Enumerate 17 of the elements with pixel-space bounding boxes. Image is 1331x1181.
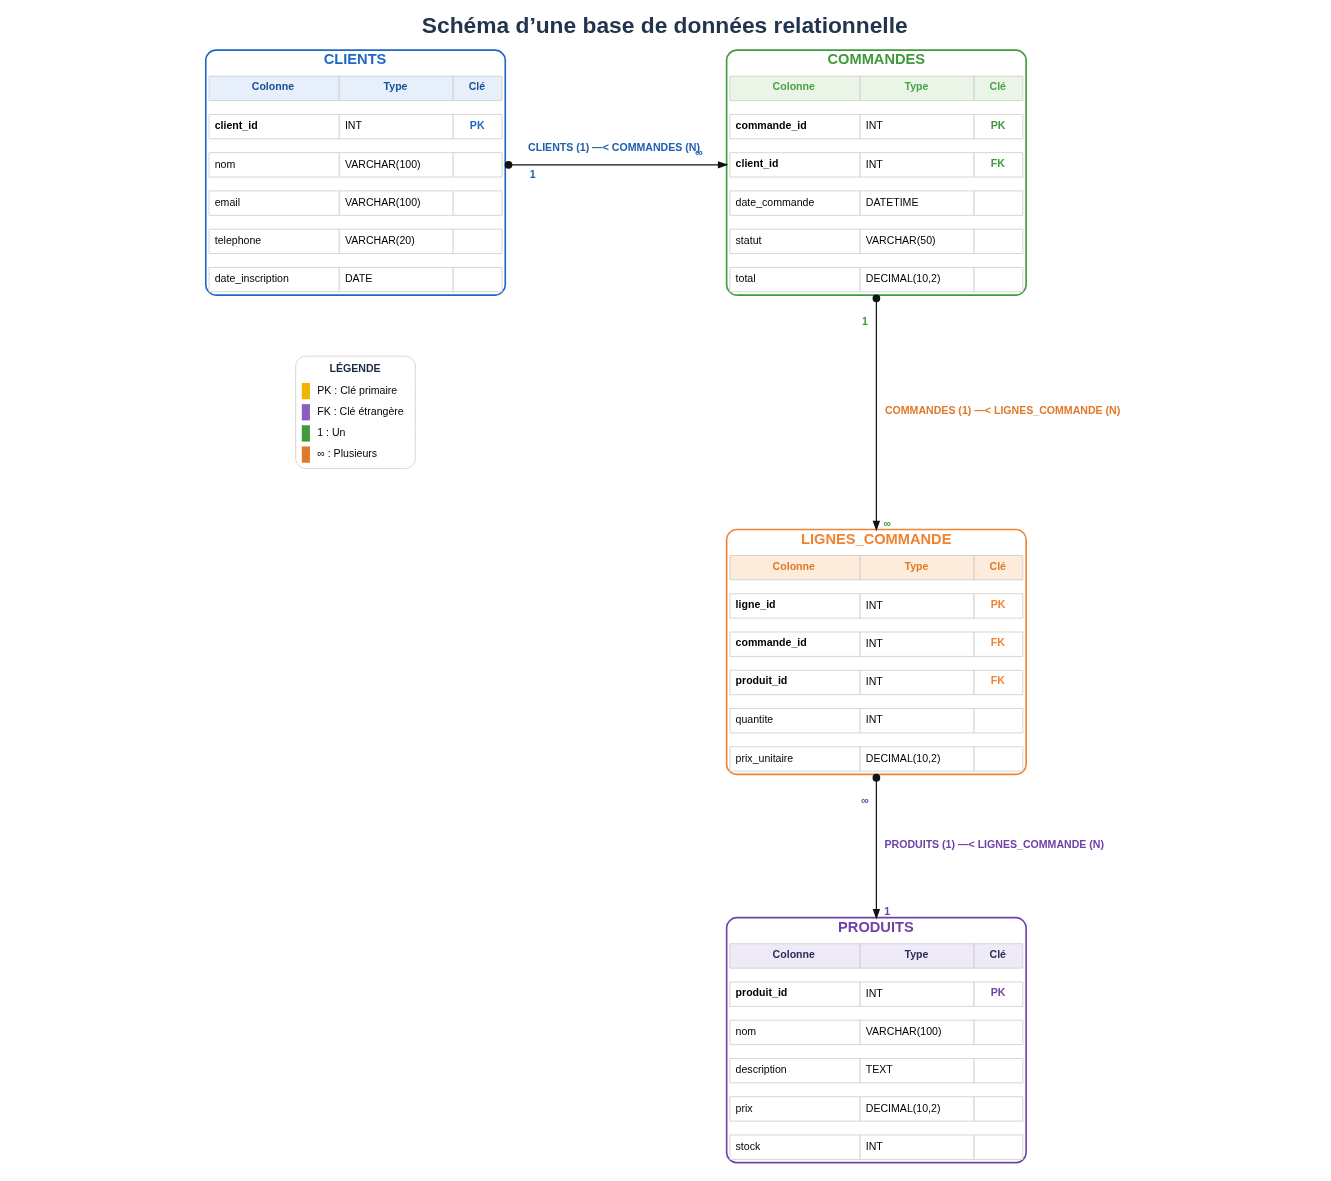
- node-text: stock INT: [735, 1139, 883, 1152]
- edge-label: PRODUITS (1) —< LIGNES_COMMANDE (N): [884, 838, 1104, 850]
- label: 1: [883, 905, 890, 918]
- label: ∞: [882, 516, 891, 529]
- legend-label: PK : Clé primaire: [316, 383, 397, 396]
- node-text: prix_unitaire DECIMAL(10,2): [735, 751, 940, 764]
- label: ∞: [860, 793, 869, 806]
- legend-label: FK : Clé étrangère: [316, 405, 404, 418]
- diagram-title: Schéma d’une base de données relationnelle: [421, 11, 908, 38]
- legend-label: ∞ : Plusieurs: [316, 447, 377, 460]
- legend-label: 1 : Un: [316, 426, 345, 439]
- label: LÉGENDE: [328, 361, 381, 374]
- edge-label: CLIENTS (1) —< COMMANDES (N): [527, 140, 700, 153]
- node-text: total DECIMAL(10,2): [735, 272, 940, 285]
- label: 1: [861, 314, 868, 327]
- label: 1: [529, 167, 536, 180]
- edge-label: COMMANDES (1) —< LIGNES_COMMANDE (N): [884, 404, 1120, 417]
